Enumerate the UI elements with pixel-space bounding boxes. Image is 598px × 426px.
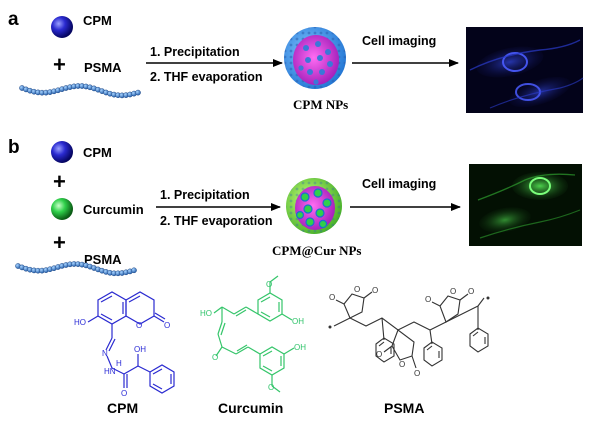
blue-cell-image [466, 27, 584, 113]
atom-label: O [164, 321, 170, 330]
atom-label: O [354, 285, 360, 294]
panel-b-letter: b [8, 137, 20, 158]
atom-label: HO [74, 318, 86, 327]
psma-structure [333, 291, 489, 369]
plus-sign: + [53, 169, 66, 194]
panel-b: b CPM + Curcumin + PSMA 1. Precipitation… [8, 137, 582, 277]
atom-label: O [266, 280, 272, 289]
panel-b-step-2: 2. THF evaporation [160, 214, 273, 228]
panel-b-cpm-label: CPM [83, 145, 112, 160]
panel-b-product-label: CPM@Cur NPs [272, 243, 361, 258]
panel-b-cell-imaging-label: Cell imaging [362, 177, 436, 191]
atom-label: O [136, 321, 142, 330]
cpm-sphere-icon [51, 141, 73, 163]
atom-label: O [399, 360, 405, 369]
atom-label: O [121, 389, 127, 398]
panel-a-psma-label: PSMA [84, 60, 122, 75]
psma-polymer-chain-icon [15, 261, 137, 277]
panel-a-step-1: 1. Precipitation [150, 45, 240, 59]
atom-label: OH [292, 317, 304, 326]
cpm-nanoparticle-icon [284, 27, 346, 89]
curcumin-sphere-icon [51, 198, 73, 220]
atom-label: HO [200, 309, 212, 318]
atom-label: O [414, 369, 420, 378]
atom-label: N [102, 349, 108, 358]
cpm-structure-atoms: HO O O N HN H OH O [74, 318, 170, 398]
atom-label: O [212, 353, 218, 362]
psma-structure-name: PSMA [384, 400, 424, 416]
atom-label: O [450, 287, 456, 296]
panel-a-cpm-label: CPM [83, 13, 112, 28]
atom-label: O [376, 350, 382, 359]
atom-label: O [268, 383, 274, 392]
cpm-sphere-icon [51, 16, 73, 38]
atom-label: OH [294, 343, 306, 352]
plus-sign: + [53, 230, 66, 255]
panel-a-cell-imaging-label: Cell imaging [362, 34, 436, 48]
panel-a: a CPM + PSMA 1. Precipitation 2. THF eva… [8, 9, 584, 113]
panel-b-psma-label: PSMA [84, 252, 122, 267]
atom-label: OH [134, 345, 146, 354]
psma-polymer-chain-icon [19, 83, 141, 99]
psma-structure-atoms: O O O O O O O O O [328, 285, 490, 378]
green-cell-image [469, 164, 582, 246]
cpm-structure-name: CPM [107, 400, 138, 416]
atom-label: HN [104, 367, 116, 376]
panel-b-step-1: 1. Precipitation [160, 188, 250, 202]
panel-a-letter: a [8, 9, 19, 30]
cpm-structure [87, 291, 175, 394]
panel-b-curcumin-label: Curcumin [83, 202, 144, 217]
panel-a-product-label: CPM NPs [293, 97, 348, 112]
polymer-bead [131, 267, 137, 274]
cpm-cur-nanoparticle-icon [286, 178, 342, 234]
curcumin-structure [213, 275, 295, 393]
atom-label: O [468, 287, 474, 296]
atom-label: O [425, 295, 431, 304]
curcumin-structure-name: Curcumin [218, 400, 283, 416]
polymer-bead [135, 89, 141, 96]
plus-sign: + [53, 52, 66, 77]
chain-end-dot [486, 296, 490, 300]
atom-label: H [116, 359, 122, 368]
atom-label: O [372, 286, 378, 295]
panel-a-step-2: 2. THF evaporation [150, 70, 263, 84]
curcumin-structure-atoms: HO O O OH OH O [200, 280, 306, 392]
chain-end-dot [328, 325, 332, 329]
atom-label: O [329, 293, 335, 302]
